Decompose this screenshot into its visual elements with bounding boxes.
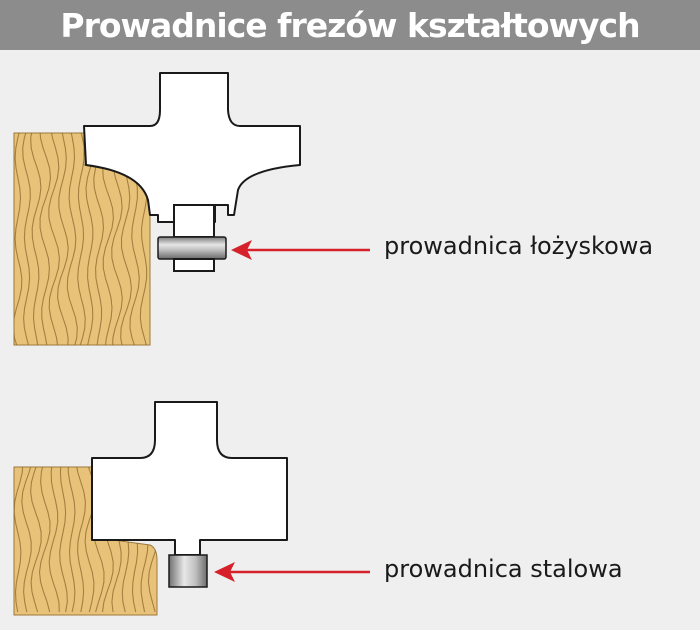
arrow-to-steel-pilot-icon (214, 562, 370, 582)
diagram-canvas (13, 72, 370, 616)
label-bearing-guide: prowadnica łożyskowa (384, 232, 654, 260)
title-bar: Prowadnice frezów kształtowych (0, 0, 700, 50)
wood-grain-line (48, 467, 60, 613)
wood-grain-line (66, 133, 78, 345)
router-bit-with-bearing (83, 72, 301, 272)
router-bit-with-steel-pilot (91, 401, 288, 588)
wood-grain-line (57, 133, 69, 345)
wood-grain-line (75, 467, 86, 613)
label-steel-guide: prowadnica stalowa (384, 555, 623, 583)
arrow-to-bearing-icon (231, 240, 370, 260)
wood-grain-line (14, 467, 24, 613)
wood-grain-line (30, 133, 42, 345)
page-title: Prowadnice frezów kształtowych (60, 5, 640, 45)
wood-grain-line (14, 133, 23, 345)
wood-grain-line (30, 467, 42, 613)
wood-grain-line (48, 133, 60, 345)
steel-pilot-icon (168, 554, 208, 588)
wood-grain-line (39, 133, 52, 345)
wood-grain-line (22, 133, 31, 345)
wood-grain-line (38, 467, 51, 613)
wood-grain-line (59, 467, 68, 613)
bearing-icon (157, 236, 227, 272)
wood-grain-line (67, 467, 76, 613)
wood-grain-line (21, 467, 33, 613)
